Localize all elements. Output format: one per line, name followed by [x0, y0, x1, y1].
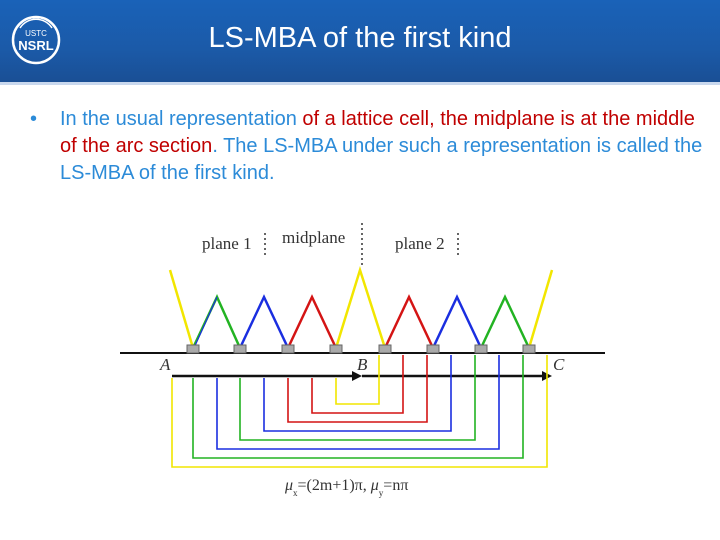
dipole-blue-2: [238, 294, 290, 349]
header-bar: [0, 0, 720, 82]
svg-text:NSRL: NSRL: [18, 38, 53, 53]
quadrupole-5: [378, 344, 392, 354]
dipole-red-2: [383, 294, 435, 349]
bullet-dot: •: [30, 108, 38, 130]
bracket-green-1: [192, 355, 524, 459]
quadrupole-3: [281, 344, 295, 354]
bracket-blue-1: [216, 355, 500, 450]
quadrupole-7: [474, 344, 488, 354]
bracket-yellow-outer: [171, 355, 548, 468]
bracket-green-2: [239, 355, 476, 441]
quadrupole-6: [426, 344, 440, 354]
dipole-blue-3: [431, 294, 483, 349]
bracket-red-1: [287, 355, 428, 423]
bracket-red-2: [311, 355, 404, 414]
page-title: LS-MBA of the first kind: [208, 22, 512, 54]
bullet-seg-3: the midplane is at the middle of the arc…: [60, 108, 695, 157]
dipole-pattern: [168, 265, 554, 349]
bullet-text: In the usual representation of a lattice…: [60, 106, 710, 187]
point-b-label: B: [357, 355, 368, 374]
point-c-label: C: [553, 355, 565, 374]
plane1-label: plane 1: [202, 234, 252, 253]
quadrupole-4: [329, 344, 343, 354]
point-a-label: A: [159, 355, 171, 374]
quadrupole-2: [233, 344, 247, 354]
quadrupole-row: [186, 344, 536, 354]
header-divider: [0, 82, 720, 85]
arrow-head-b: [352, 371, 362, 381]
bullet-seg-1: In the usual representation: [60, 108, 303, 130]
quadrupole-1: [186, 344, 200, 354]
quadrupole-8: [522, 344, 536, 354]
bracket-blue-2: [263, 355, 452, 432]
dipole-yellow-left: [168, 269, 195, 349]
dipole-yellow-mid: [334, 265, 387, 349]
bullet-seg-4: . The LS-MBA under such a representation…: [60, 135, 703, 184]
bracket-yellow-inner: [335, 355, 380, 405]
lattice-diagram: plane 1 midplane plane 2 A B C: [120, 223, 605, 498]
nsrl-logo: USTC NSRL: [11, 15, 61, 65]
dipole-blue-1: [193, 296, 218, 349]
dipole-green-2: [479, 294, 531, 349]
phase-advance-formula: μx=(2m+1)π, μy=nπ: [284, 477, 408, 498]
midplane-label: midplane: [282, 228, 345, 247]
dipole-green-1: [191, 294, 242, 349]
bullet-seg-2: of a lattice cell,: [302, 108, 441, 130]
bullet-point: • In the usual representation of a latti…: [30, 106, 710, 187]
dipole-red-1: [286, 294, 338, 349]
symmetry-brackets: [171, 355, 548, 468]
dipole-yellow-right: [527, 269, 554, 349]
svg-text:USTC: USTC: [25, 29, 47, 38]
plane2-label: plane 2: [395, 234, 445, 253]
